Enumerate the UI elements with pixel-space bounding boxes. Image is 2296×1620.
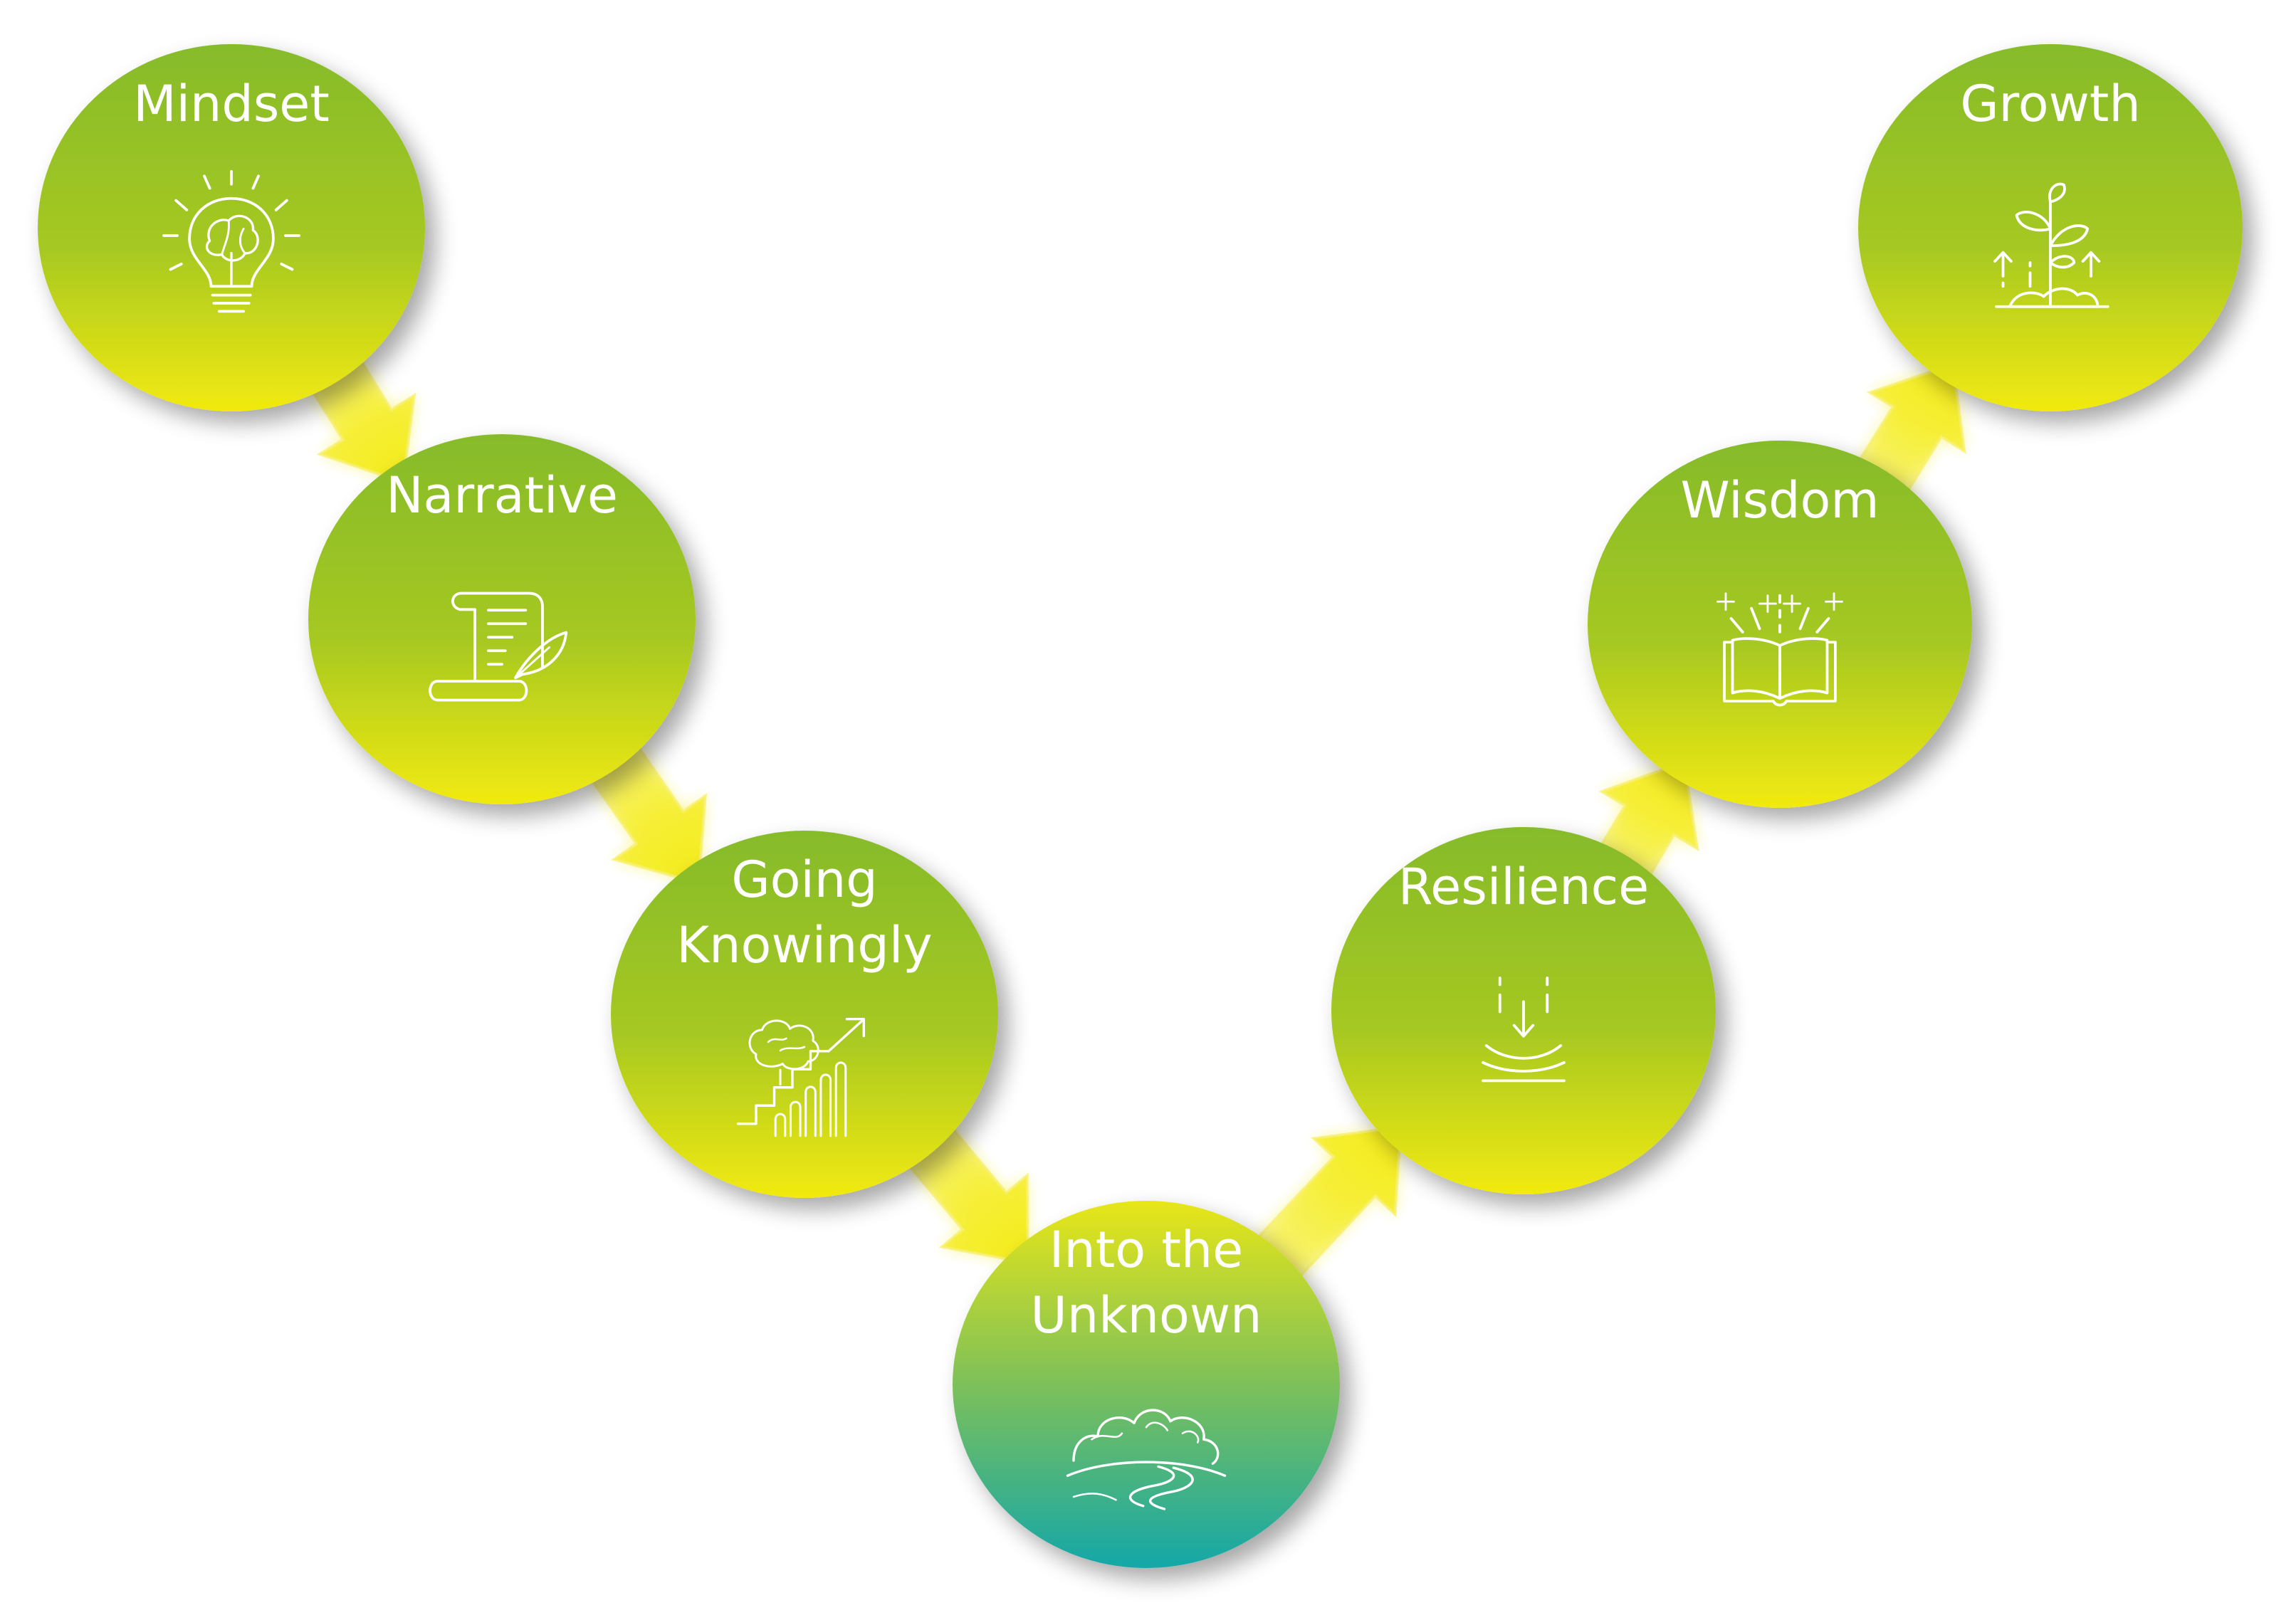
forest-path-icon xyxy=(1066,1409,1227,1510)
pressure-rebound-icon xyxy=(1482,977,1566,1083)
node-mindset: Mindset xyxy=(38,44,425,411)
node-circle xyxy=(308,434,696,804)
node-growth: Growth xyxy=(1858,44,2243,411)
node-circle xyxy=(38,44,425,411)
open-book-sparkle-icon xyxy=(1716,592,1843,707)
node-label: Mindset xyxy=(133,75,330,133)
node-resilience: Resilience xyxy=(1331,827,1716,1194)
node-wisdom: Wisdom xyxy=(1588,441,1972,808)
node-narrative: Narrative xyxy=(308,434,696,804)
node-circle xyxy=(611,831,998,1198)
node-label: Into the xyxy=(1049,1221,1243,1279)
node-circle xyxy=(953,1201,1340,1568)
lightbulb-brain-icon xyxy=(162,169,300,313)
node-label: Narrative xyxy=(386,466,618,525)
node-label: Growth xyxy=(1960,75,2140,133)
node-label: Going xyxy=(731,851,877,909)
node-label: Knowingly xyxy=(676,916,932,974)
scroll-quill-icon xyxy=(429,591,568,702)
node-label: Unknown xyxy=(1031,1286,1262,1345)
node-label: Wisdom xyxy=(1680,471,1879,530)
brain-stairs-growth-icon xyxy=(736,1017,866,1137)
sprouting-plant-icon xyxy=(1993,182,2109,308)
node-label: Resilience xyxy=(1398,858,1649,916)
